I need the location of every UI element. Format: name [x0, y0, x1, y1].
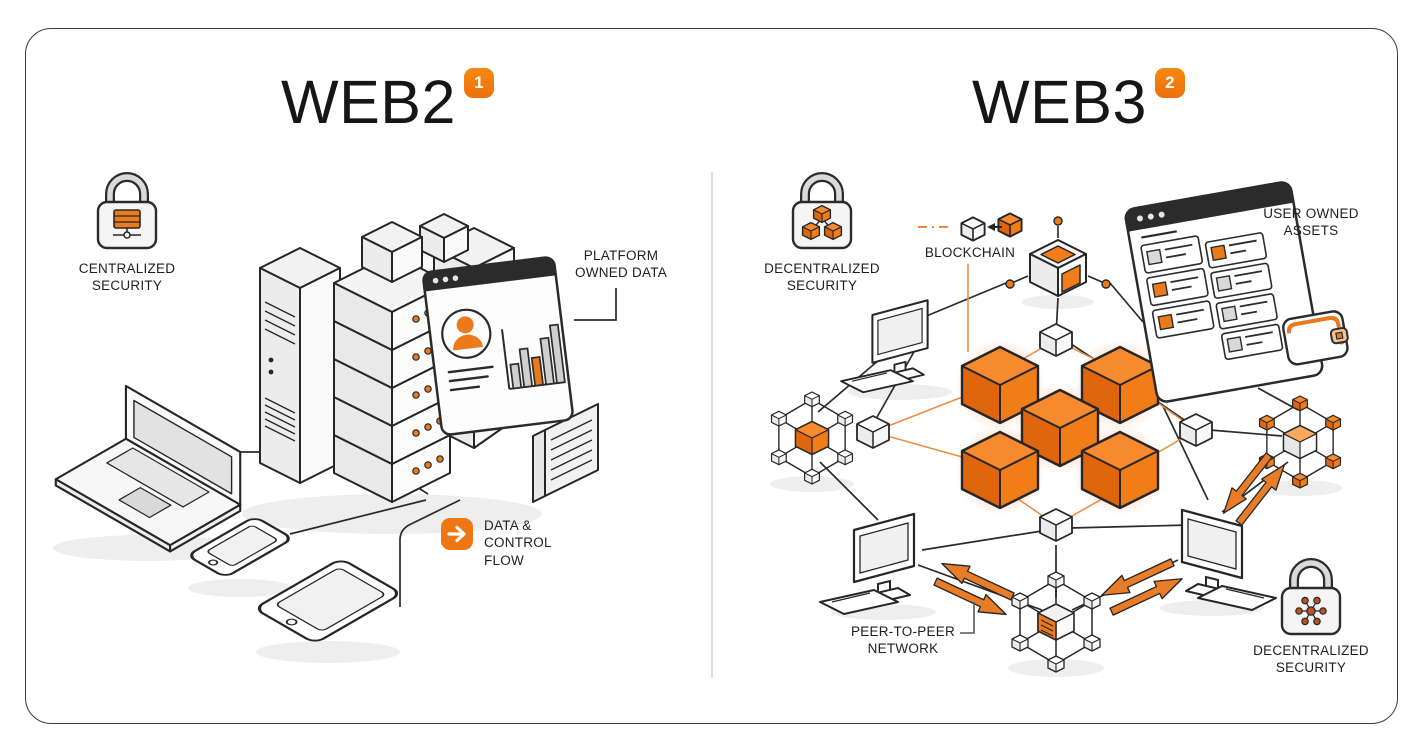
asset-list: [1140, 232, 1284, 361]
decentralized-security-lock-bottom: [1282, 563, 1340, 634]
peer-to-peer-network-label: PEER-TO-PEER NETWORK: [850, 624, 956, 657]
web3-illustration: [770, 176, 1349, 677]
web3-title-block: WEB3 2: [972, 68, 1185, 136]
tablet: [257, 560, 399, 642]
platform-owned-data-label: PLATFORM OWNED DATA: [575, 248, 667, 281]
decentralized-security-top-label: DECENTRALIZED SECURITY: [764, 261, 880, 294]
relay-cube-right: [1179, 413, 1213, 447]
rack-units: [333, 253, 451, 503]
web2-title-block: WEB2 1: [281, 68, 494, 136]
user-owned-assets-label: USER OWNED ASSETS: [1263, 206, 1359, 239]
blockchain-icon: [960, 212, 1023, 242]
web3-title: WEB3: [972, 68, 1147, 136]
node-left: [772, 392, 853, 484]
outer-border: [25, 28, 1398, 724]
web3-badge: 2: [1154, 68, 1185, 98]
centralized-security-label: CENTRALIZED SECURITY: [78, 261, 176, 294]
wallet-icon: [1282, 310, 1349, 366]
data-control-flow-label: DATA & CONTROL FLOW: [484, 518, 552, 568]
node-bottom: [1012, 572, 1100, 672]
laptop: [54, 384, 242, 553]
computer-top-left: [840, 299, 929, 394]
web2-title: WEB2: [281, 68, 456, 136]
centralized-security-lock-icon: [98, 177, 156, 248]
blockchain-label: BLOCKCHAIN: [924, 245, 1016, 260]
platform-label-connector: [574, 288, 617, 321]
decentralized-security-lock-top: [793, 177, 851, 248]
data-control-flow-icon: [441, 518, 473, 550]
decentralized-security-bottom-label: DECENTRALIZED SECURITY: [1253, 643, 1369, 676]
relay-cube-bottom: [1039, 508, 1073, 542]
platform-data-window: [422, 256, 574, 436]
web2-badge: 1: [463, 68, 494, 98]
p2p-label-connector: [960, 602, 975, 634]
relay-cube-top: [1039, 323, 1073, 357]
smartphone: [190, 518, 290, 576]
computer-bottom-right: [1180, 508, 1278, 612]
relay-cube-left: [856, 415, 890, 449]
blockchain-node-top: [1005, 216, 1111, 297]
web2-illustration: [53, 177, 617, 663]
computer-bottom-left: [818, 512, 916, 616]
bar-chart-icon: [501, 323, 566, 390]
user-assets-window: [1124, 181, 1349, 403]
